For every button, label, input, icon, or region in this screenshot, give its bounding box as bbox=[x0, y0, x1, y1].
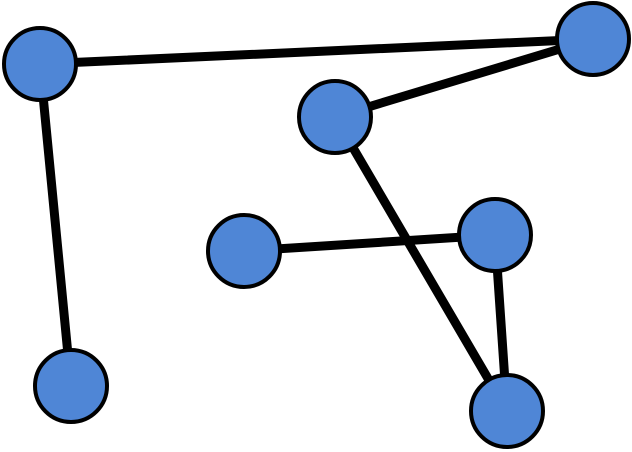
edge-n3-n6 bbox=[330, 112, 512, 416]
node-n5 bbox=[457, 197, 533, 273]
edge-layer bbox=[35, 34, 598, 416]
node-n7 bbox=[33, 348, 109, 424]
edge-n4-n5 bbox=[239, 230, 500, 256]
node-n4 bbox=[206, 213, 282, 289]
node-n2 bbox=[555, 1, 631, 77]
node-n3 bbox=[297, 79, 373, 155]
edge-n2-n3 bbox=[330, 34, 598, 122]
edge-n1-n7 bbox=[35, 59, 76, 391]
edge-n1-n2 bbox=[35, 34, 598, 69]
node-n1 bbox=[2, 26, 78, 102]
node-n6 bbox=[469, 373, 545, 449]
